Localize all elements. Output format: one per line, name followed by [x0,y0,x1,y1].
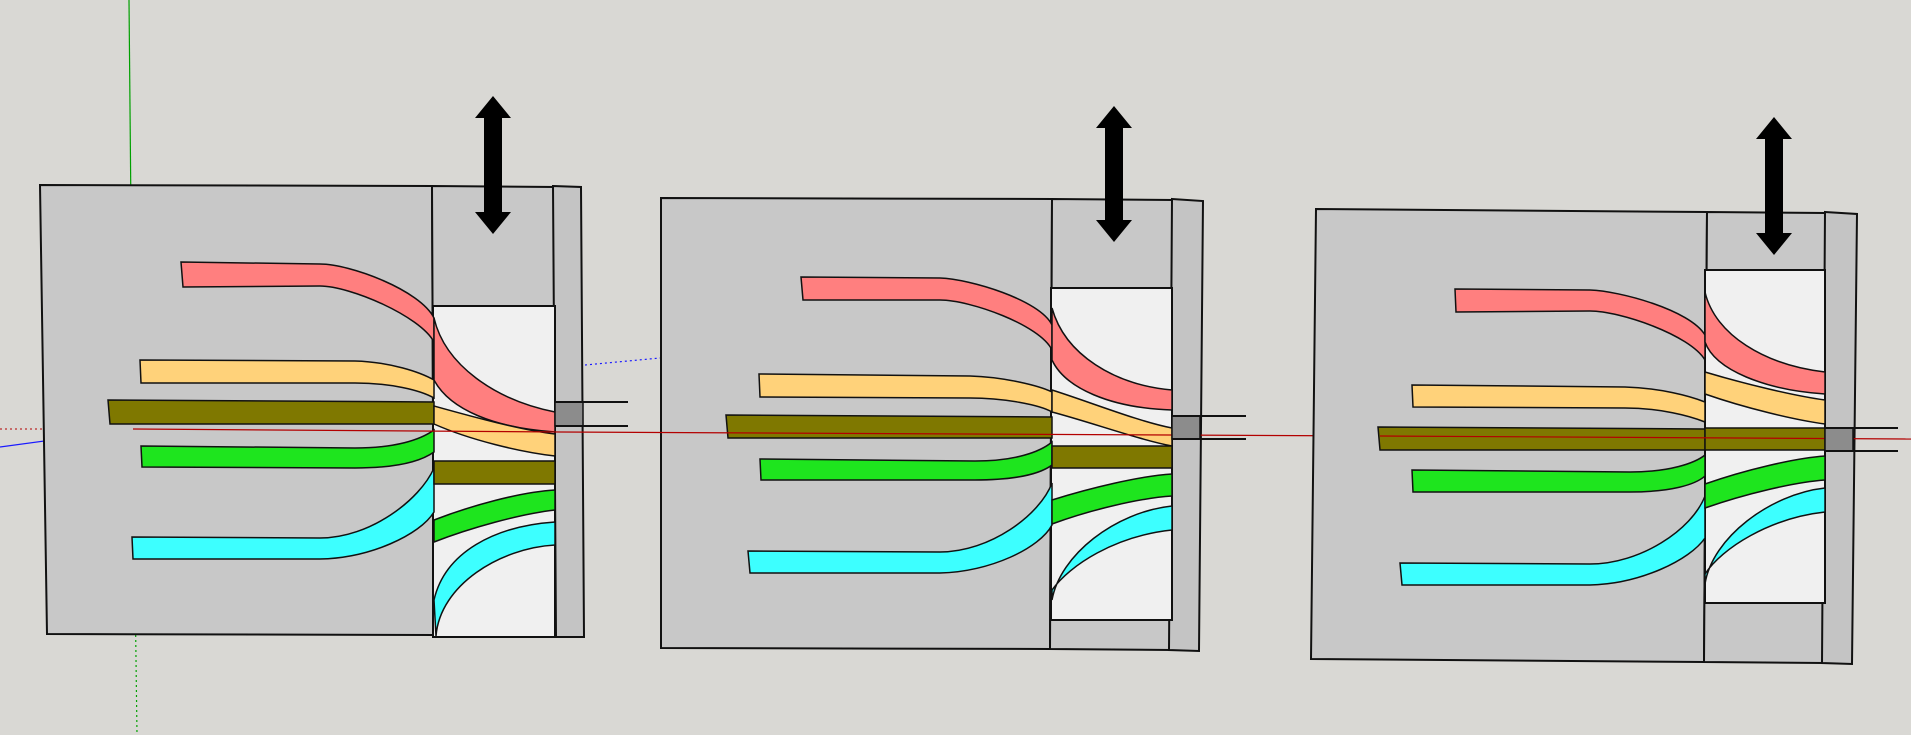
olive-track [725,414,1053,439]
cyan-track [131,467,435,560]
double-arrow-vertical-icon [1756,117,1792,255]
slider-olive-segment [1051,445,1173,469]
connector-pin [554,401,584,427]
slider-green-segment [1704,455,1826,510]
connector-pin [1171,415,1201,440]
connector-pin [1824,427,1854,452]
red-axis-line [559,431,1381,437]
slider-yellow-segment [1704,370,1826,425]
slider-red-segment [1051,307,1173,411]
yellow-track [1411,384,1706,424]
slider-red-segment [1704,291,1826,395]
red-axis-line [132,428,561,433]
switch-view-position-3 [1309,117,1911,666]
slider-olive-segment [433,460,556,485]
slider-cyan-segment [433,521,556,637]
double-arrow-vertical-icon [475,96,511,234]
red-track [1454,288,1706,363]
slider-cyan-segment [1704,487,1826,585]
yellow-track [139,359,435,400]
switch-view-position-1 [38,96,628,639]
switch-view-position-2 [559,106,1381,653]
slider-cyan-segment [1051,505,1173,601]
slider-green-segment [433,489,556,544]
red-axis-line [1379,435,1911,440]
slider-green-segment [1051,473,1173,526]
cyan-track [1399,495,1706,586]
double-arrow-vertical-icon [1096,106,1132,242]
olive-track [1377,426,1706,451]
green-track [1411,453,1706,493]
green-track [140,428,435,469]
olive-track [107,399,435,425]
